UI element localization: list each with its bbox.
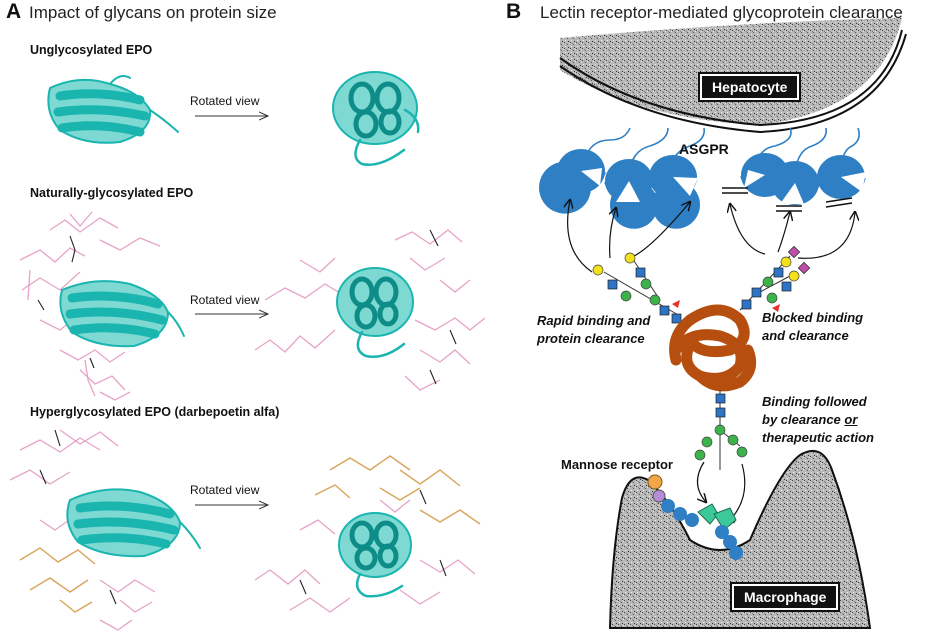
- rapid-binding-label: Rapid binding and protein clearance: [537, 312, 650, 348]
- asgpr-receptor-right-fill: [741, 153, 865, 205]
- glycan-branch-left: [592, 252, 682, 324]
- blocked-binding-line-2: and clearance: [762, 328, 849, 343]
- panel-b-title: Lectin receptor-mediated glycoprotein cl…: [540, 3, 903, 22]
- epo-protein-side-view-1: [47, 75, 179, 144]
- hepatocyte-cell: [559, 18, 907, 134]
- glycan-dark-sticks-hyper-rotated: [299, 489, 447, 595]
- section-heading-unglycosylated: Unglycosylated EPO: [30, 43, 153, 57]
- epo-protein-side-view-2: [59, 280, 185, 348]
- rotated-view-label-1: Rotated view: [190, 94, 260, 108]
- mannose-receptor-chain: [647, 474, 743, 560]
- asgpr-label: ASGPR: [679, 141, 729, 157]
- epo-protein-rotated-view-3: [338, 512, 412, 598]
- mannose-receptor-label: Mannose receptor: [561, 457, 673, 472]
- glycoprotein-backbone: [669, 304, 757, 392]
- hepatocyte-label: Hepatocyte: [697, 72, 802, 102]
- epo-protein-side-view-3: [66, 488, 201, 558]
- binding-arrows-right: [730, 204, 855, 259]
- binding-followed-label: Binding followed by clearance or therape…: [762, 393, 874, 447]
- rapid-binding-line-2: protein clearance: [537, 331, 645, 346]
- glycan-cloud-natural-side: [19, 211, 161, 401]
- binding-followed-line-3: therapeutic action: [762, 430, 874, 445]
- panel-b-letter: B: [506, 0, 522, 23]
- glycan-branch-right: [739, 245, 811, 312]
- glycan-cloud-hyper-side-orange: [19, 547, 96, 613]
- blocked-binding-line-1: Blocked binding: [762, 310, 864, 325]
- section-heading-naturally-glycosylated: Naturally-glycosylated EPO: [30, 186, 194, 200]
- section-heading-hyperglycosylated: Hyperglycosylated EPO (darbepoetin alfa): [30, 405, 280, 419]
- binding-followed-line-2: by clearance: [762, 412, 845, 427]
- blocked-binding-bars: [722, 187, 853, 212]
- rotated-view-label-3: Rotated view: [190, 483, 260, 497]
- panel-a-letter: A: [6, 0, 22, 23]
- binding-followed-or: or: [844, 412, 858, 427]
- glycan-cloud-hyper-rotated-pink: [254, 499, 476, 613]
- glycan-cloud-hyper-rotated-orange: [314, 455, 481, 525]
- glycan-chain-bottom: [694, 390, 748, 470]
- blocked-binding-label: Blocked binding and clearance: [762, 309, 863, 345]
- panel-a-title: Impact of glycans on protein size: [29, 3, 277, 22]
- macrophage-label: Macrophage: [729, 582, 841, 612]
- binding-followed-line-1: Binding followed: [762, 394, 867, 409]
- glycan-dark-sticks-natural: [37, 235, 95, 369]
- asgpr-binding-notches: [581, 168, 866, 204]
- glycan-cloud-natural-rotated: [254, 229, 486, 391]
- glycan-dark-sticks-hyper: [39, 429, 117, 605]
- glycan-dark-sticks-natural-rotated: [429, 229, 457, 385]
- rapid-binding-line-1: Rapid binding and: [537, 313, 651, 328]
- rotated-view-label-2: Rotated view: [190, 293, 260, 307]
- epo-protein-rotated-view-2: [336, 267, 414, 358]
- epo-protein-rotated-view-1: [332, 71, 420, 166]
